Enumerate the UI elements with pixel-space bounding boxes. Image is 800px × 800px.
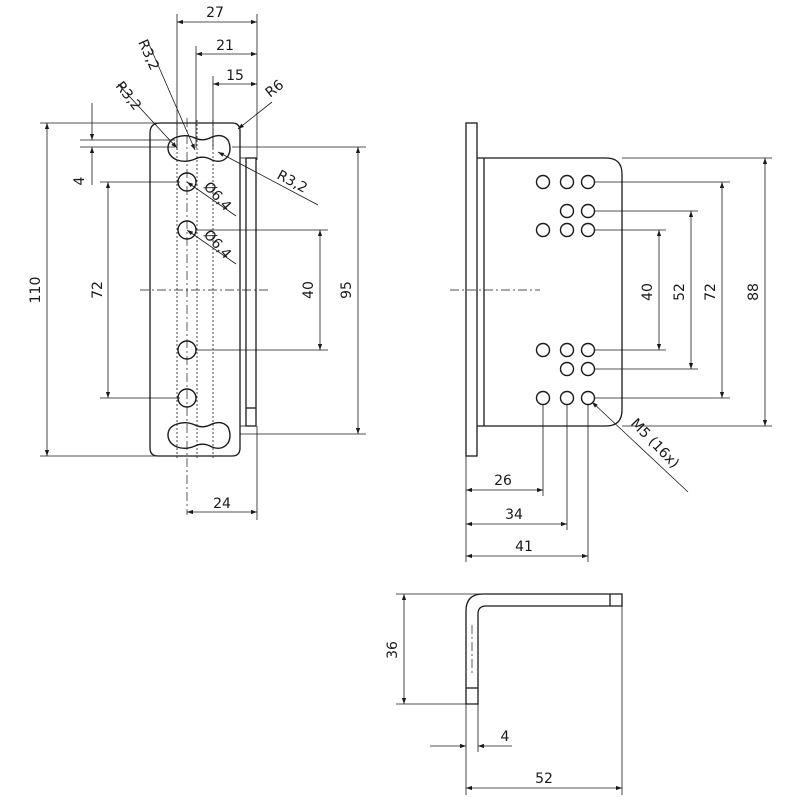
dim-dia64-a-label: Ø6,4	[200, 179, 234, 215]
front-flange-outline	[477, 157, 623, 427]
dim-r32-c-label: R3,2	[274, 167, 310, 196]
dim-40f-label: 40	[640, 283, 656, 301]
side-view: 27 21 15 R6 R3,2 R3,2 R3,2 Ø6,4 Ø6,4 4 1…	[28, 5, 366, 520]
leader-r6	[237, 101, 273, 130]
dim-r32-b-label: R3,2	[112, 79, 144, 114]
side-flange	[245, 157, 257, 427]
leader-m5	[591, 401, 689, 493]
front-view: 40 52 72 88 M5 (16x) 26 34 41	[450, 122, 772, 562]
leader-r32-c	[217, 151, 319, 206]
dim-88-label: 88	[746, 283, 762, 301]
dim-r32-a-label: R3,2	[134, 37, 162, 73]
side-plate-outline	[149, 122, 241, 457]
dim-15-label: 15	[226, 68, 244, 84]
dim-110-label: 110	[28, 277, 44, 304]
dim-4-label: 4	[72, 176, 88, 185]
m5-hole	[580, 222, 596, 238]
m5-hole	[535, 342, 551, 358]
dim-r6-label: R6	[263, 77, 288, 101]
m5-hole	[559, 203, 575, 219]
m5-hole	[559, 390, 575, 406]
dim-4b-label: 4	[501, 729, 510, 745]
dim-27-label: 27	[206, 5, 224, 21]
bottom-slot	[167, 421, 231, 450]
bottom-view: 36 4 52	[385, 593, 623, 795]
m5-hole	[580, 203, 596, 219]
m5-hole	[559, 174, 575, 190]
dim-41-label: 41	[515, 539, 533, 555]
m5-hole	[580, 342, 596, 358]
m5-hole-grid	[535, 174, 596, 406]
dim-72-label: 72	[90, 281, 106, 299]
leader-dia64-b	[186, 229, 237, 265]
dim-52b-label: 52	[535, 771, 553, 787]
m5-label: M5 (16x)	[627, 416, 682, 472]
leader-dia64-a	[186, 181, 237, 217]
dim-dia64-b-label: Ø6,4	[200, 227, 234, 263]
dim-72f-label: 72	[703, 283, 719, 301]
dim-26-label: 26	[494, 473, 512, 489]
m5-hole	[535, 390, 551, 406]
dim-36-label: 36	[385, 641, 401, 659]
front-base-plate	[465, 122, 478, 457]
dim-21-label: 21	[216, 38, 234, 54]
leader-r32-a	[147, 41, 196, 151]
m5-hole	[535, 174, 551, 190]
top-slot	[167, 134, 231, 163]
m5-hole	[559, 342, 575, 358]
m5-hole	[559, 222, 575, 238]
m5-hole	[580, 174, 596, 190]
m5-hole	[535, 222, 551, 238]
dim-40-label: 40	[301, 281, 317, 299]
angle-profile	[465, 593, 623, 705]
dim-52-label: 52	[672, 283, 688, 301]
m5-hole	[559, 361, 575, 377]
dim-95-label: 95	[339, 281, 355, 299]
leader-r32-b	[117, 83, 178, 149]
m5-hole	[580, 361, 596, 377]
dim-24-label: 24	[213, 496, 231, 512]
dim-34-label: 34	[505, 507, 523, 523]
